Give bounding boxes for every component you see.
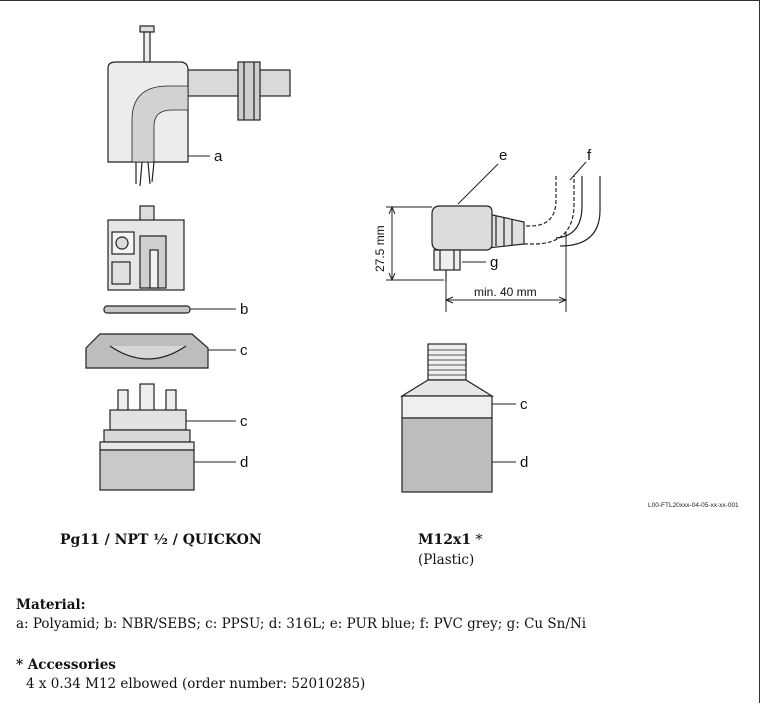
callout-c-m12: c [520,396,528,413]
plug-housing-a [107,25,291,187]
right-bottom-leaders [492,403,516,463]
callout-a: a [214,148,223,165]
m12-elbow-connector [431,176,601,282]
callout-d-m12: d [520,454,528,471]
callout-c-sensor: c [240,413,248,430]
material-text: a: Polyamid; b: NBR/SEBS; c: PPSU; d: 31… [16,616,587,632]
material-heading: Material: [16,597,86,613]
dimension-lines [386,205,568,312]
callout-f: f [587,147,592,164]
callout-e: e [499,147,507,164]
sensor-top-c [103,383,191,443]
caption-left: Pg11 / NPT ½ / QUICKON [60,532,262,548]
caption-right-sub: (Plastic) [418,552,475,568]
accessories-block: * Accessories 4 x 0.34 M12 elbowed (orde… [16,656,365,694]
contact-insert [107,205,185,291]
accessories-text: 4 x 0.34 M12 elbowed (order number: 5201… [26,676,366,692]
caption-right: M12x1 * [418,532,483,548]
dim-height-label: 27.5 mm [373,225,387,272]
housing-d [99,441,195,491]
caption-right-title: M12x1 [418,532,472,548]
material-block: Material: a: Polyamid; b: NBR/SEBS; c: P… [16,596,586,634]
callout-g: g [490,254,498,271]
figure-code: L00-FTL20xxx-04-05-xx-xx-001 [648,502,739,509]
m12-sensor-housing [399,343,495,493]
callout-c-cap: c [240,342,248,359]
callout-d-left: d [240,454,248,471]
caption-right-star: * [475,532,483,548]
callout-b: b [240,301,248,318]
cap-c [85,333,209,369]
dim-length-label: min. 40 mm [474,285,537,299]
right-top-leaders [457,161,587,263]
accessories-heading: * Accessories [16,657,116,673]
left-leaders [186,155,236,463]
seal-b [103,305,191,314]
